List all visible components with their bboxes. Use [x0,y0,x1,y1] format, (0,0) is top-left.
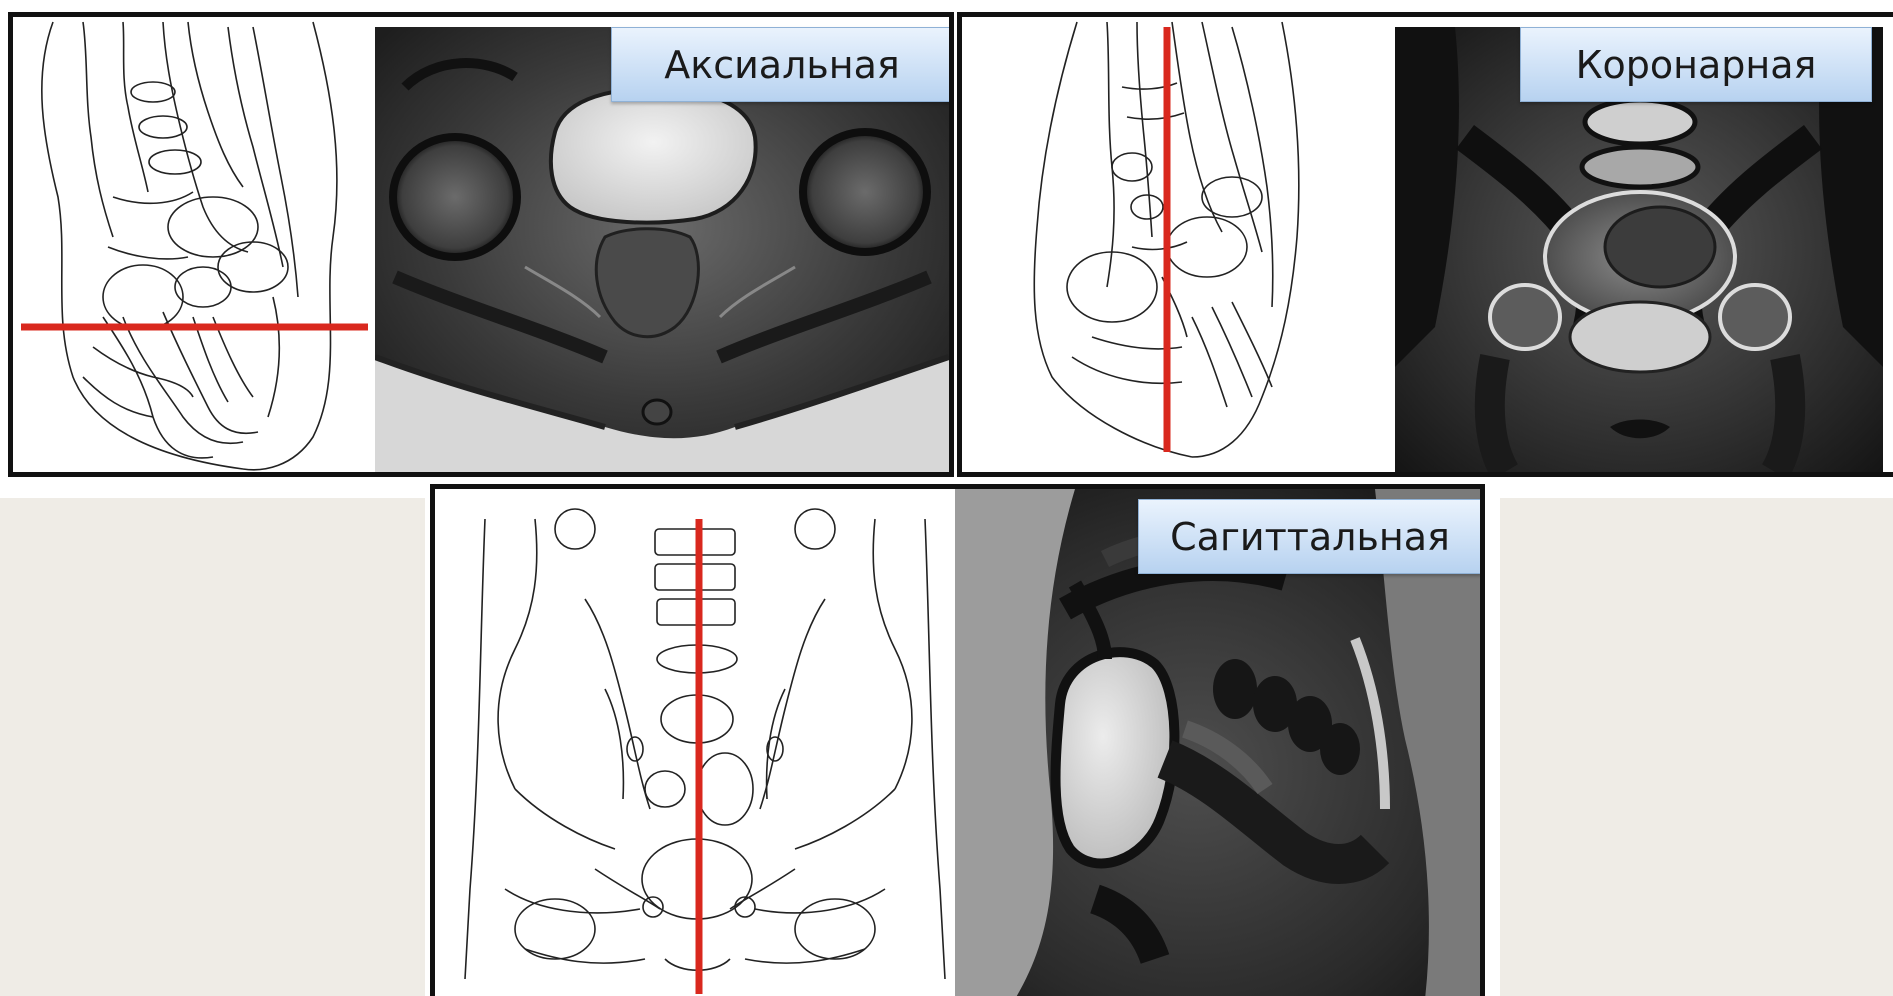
sagittal-pelvis-sketch [13,17,375,472]
frontal-pelvis-sketch [435,489,955,996]
sagittal-pelvis-sketch-2 [962,17,1334,472]
panel-coronal: Коронарная [957,12,1893,477]
panel-sagittal: Сагиттальная [430,484,1485,996]
label-coronal: Коронарная [1520,27,1872,102]
panel-axial: Аксиальная [8,12,954,477]
label-sagittal: Сагиттальная [1138,499,1482,574]
label-axial: Аксиальная [611,27,953,102]
